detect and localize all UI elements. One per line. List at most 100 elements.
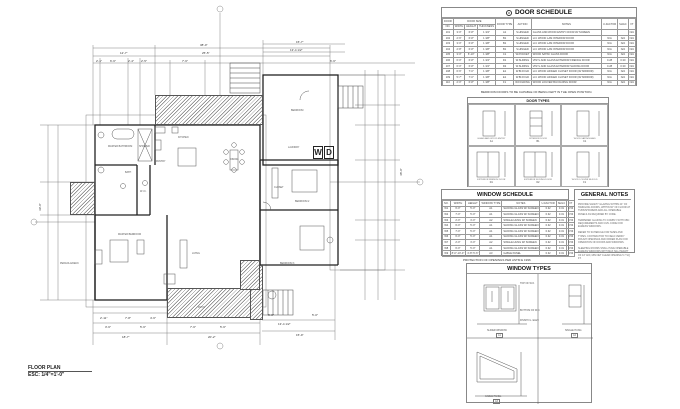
door-cell: 2'-0" xyxy=(452,79,466,87)
room-label-kitchen: KITCHEN xyxy=(178,136,189,139)
dim-top-sub-right: 13'-4 1/2" xyxy=(290,48,303,52)
dim-left-total: 39'-0" xyxy=(37,203,42,211)
door-cell: 6'-8" xyxy=(464,79,479,87)
dim-top-left: 12'-7" xyxy=(120,51,128,55)
door-type-caption: WOOD SATIN/GLASS xyxy=(573,137,596,140)
door-cell: W.FOLDING xyxy=(513,79,532,87)
door-type-caption: WOOD LOUVER BI-FOLD xyxy=(571,179,598,181)
door-cell: 1 3/8" xyxy=(477,79,496,87)
general-note-item: SLEEPING ROOMS SHALL HAVE OPERABLE EGRES… xyxy=(578,247,630,260)
dim-top-sub-1: 6'-6" xyxy=(110,59,116,63)
window-type-a2-tag: A2 xyxy=(571,333,578,338)
washer-box: W xyxy=(313,146,323,159)
door-cell: N/A xyxy=(627,62,637,70)
door-schedule: # DOOR SCHEDULE DOOR DOOR SIZE DOOR TYPE… xyxy=(441,7,637,87)
door-schedule-header: # DOOR SCHEDULE xyxy=(442,8,636,18)
bottom-of-window-label: BOTTOM OF W.O. xyxy=(520,309,541,312)
room-label-laundry: LAUNDRY xyxy=(288,146,300,149)
room-label-side-deck: PERGOLA/DECK xyxy=(60,262,79,265)
window-type-a3-tag: A3 xyxy=(493,399,500,404)
room-label-pantry: PANTRY xyxy=(156,160,166,163)
general-note-item: PROVIDE SAFETY GLAZING WITHIN 24" OF SWI… xyxy=(578,203,631,216)
room-label-master-bath: MASTER BATHROOM xyxy=(108,145,133,148)
room-label-wic: W.I.C. xyxy=(140,190,147,193)
floor-plan: W D MASTER BATHROOM SHOWER KITCHEN LAUND… xyxy=(28,5,424,378)
door-cell: 107 xyxy=(442,62,454,70)
door-elevation-icon xyxy=(523,151,553,178)
door-cell: 0.28 xyxy=(600,62,619,70)
dim-top-sub-4: 7'-6" xyxy=(182,59,188,63)
dim-bottom-sub-1: 7'-8" xyxy=(125,316,131,320)
room-label-dining: DINING xyxy=(230,158,239,161)
floor-plan-title-block: FLOOR PLAN ESC: 1/4"=1'-0" xyxy=(28,365,92,378)
door-cell: 109 xyxy=(442,73,454,81)
dim-bottom-left: 18'-7" xyxy=(122,335,130,339)
door-cell: E1 xyxy=(494,68,515,75)
door-types-title: DOOR TYPES xyxy=(468,98,608,104)
floor-plan-scale: ESC: 1/4"=1'-0" xyxy=(28,372,65,378)
general-note-item: TEMPERED GLAZING TO COMPLY WITH CBC REQU… xyxy=(578,218,630,229)
dryer-box: D xyxy=(324,146,334,159)
window-cell: W9 xyxy=(442,250,451,257)
door-elevation-icon xyxy=(576,110,599,136)
bottom-patio-hatch xyxy=(167,288,260,318)
bottom-right-stair-hatch xyxy=(240,260,260,290)
room-label-bath: BATH xyxy=(125,171,132,174)
door-cell: 108 xyxy=(442,68,454,75)
dim-bottom-sub-8: 5'-0" xyxy=(268,313,274,317)
door-cell: N/A xyxy=(627,68,637,75)
door-cell: 110 xyxy=(442,79,454,87)
door-elevation-icon xyxy=(483,110,506,136)
door-schedule-footnote: BEDROOM DOORS TO BE CAPABLE OF BEING KEP… xyxy=(481,90,593,94)
window-type-a1-tag: A1 xyxy=(496,333,503,338)
window-cell: 0.31 xyxy=(555,250,568,257)
door-elevation-icon xyxy=(576,151,599,178)
floor-plan-title: FLOOR PLAN xyxy=(28,365,92,372)
door-type-tag: A1 xyxy=(489,139,493,143)
door-type-tag: D1 xyxy=(489,181,493,184)
dim-bottom-sub-5: 7'-6" xyxy=(190,325,196,329)
door-schedule-table: DOOR DOOR SIZE DOOR TYPE ACTION NOTES U-… xyxy=(442,17,637,87)
window-cell: GABLE PANEL xyxy=(501,250,541,257)
dim-bottom-mid: 20'-2" xyxy=(208,335,216,339)
dim-top-sub-7: 6'-6" xyxy=(330,59,336,63)
door-type-caption: INTERIOR DOOR xyxy=(529,137,547,140)
dim-right-total: 48'-0" xyxy=(398,168,403,176)
door-type-tag: B1 xyxy=(536,139,540,143)
window-type-a2-caption: SINGLE HUNG xyxy=(565,329,582,332)
general-note-item: REFER TO SCHEDULE FOR SIZES AND TYPES. C… xyxy=(578,231,628,245)
dim-top-total: 38'-0" xyxy=(200,43,208,47)
door-marker-icon: # xyxy=(505,9,512,16)
dim-top-sub-3: 2'-5" xyxy=(141,59,147,63)
dim-top-right: 15'-7" xyxy=(296,40,304,44)
room-label-closet: CLOSET xyxy=(274,186,284,189)
dim-top-sub-0: 2'-1" xyxy=(96,59,102,63)
door-type-tag: F1 xyxy=(583,181,587,184)
window-schedule-title: WINDOW SCHEDULE xyxy=(442,190,568,200)
top-of-window-label: TOP OF W.O. xyxy=(520,282,535,285)
door-cell: N/A xyxy=(600,73,619,81)
room-label-bedroom-2: BEDROOM 2 xyxy=(295,200,310,203)
door-type-tag: D2 xyxy=(536,181,540,184)
window-type-a3-caption: GABLE PANEL xyxy=(485,395,502,398)
left-deck-hatch xyxy=(70,182,95,215)
door-cell: D2 xyxy=(494,62,515,70)
finish-floor-label: FINISH FL. ELEV. xyxy=(520,319,540,322)
dim-top-mid: 25'-5" xyxy=(202,51,210,55)
door-schedule-title: DOOR SCHEDULE xyxy=(514,8,573,16)
dim-bottom-right: 15'-9" xyxy=(296,333,304,337)
